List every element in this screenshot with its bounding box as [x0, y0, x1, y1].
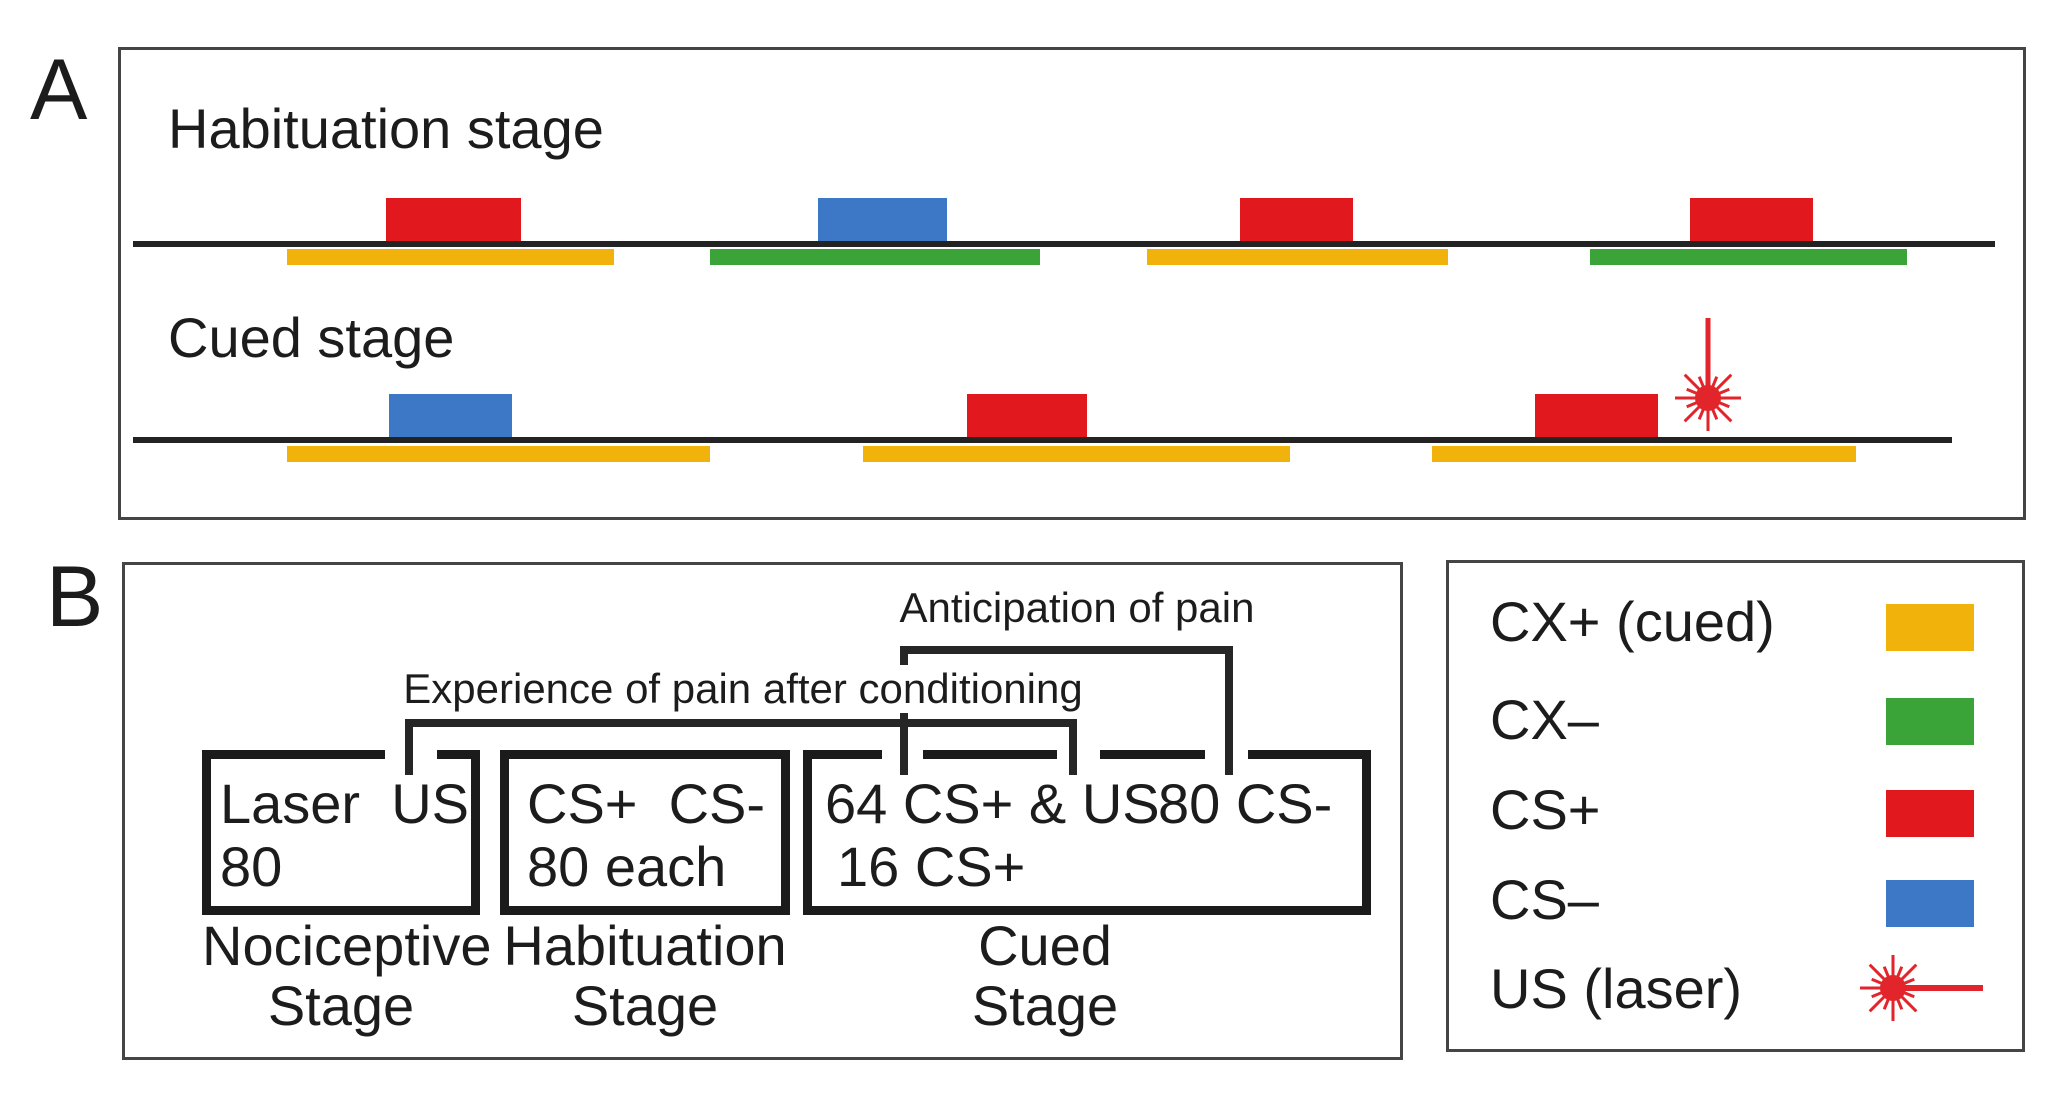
cs-minus-swatch: [1886, 880, 1974, 927]
panel-b-label: B: [46, 549, 104, 645]
legend-label-cs-minus: CS–: [1490, 868, 1599, 931]
cx-minus-bar: [1590, 249, 1907, 265]
habituation-box-line1: CS+ CS-: [527, 772, 766, 835]
cued-timeline: [133, 437, 1952, 443]
laser-icon: [1675, 318, 1741, 431]
cx-plus-bar: [287, 446, 710, 462]
habituation-box-line2: 80 each: [527, 835, 727, 898]
laser-legend-icon: [1860, 955, 1983, 1021]
habituation-title: Habituation stage: [168, 97, 604, 160]
legend-label-cx-minus: CX–: [1490, 688, 1599, 751]
legend-label-cx-plus: CX+ (cued): [1490, 590, 1775, 653]
cs-minus-block: [389, 394, 512, 437]
nociceptive-box-line2: 80: [220, 835, 283, 898]
cs-plus-block: [1535, 394, 1658, 437]
cs-minus-block: [818, 198, 947, 241]
anticipation-bracket-horizontal: [900, 646, 1233, 654]
experience-bracket-right-leg: [1069, 719, 1077, 775]
cued-box-line1: 64 CS+ & US: [825, 772, 1160, 835]
nociceptive-box-line1: Laser US: [220, 772, 469, 835]
cued-title: Cued stage: [168, 306, 455, 369]
habituation-stage-box: [500, 750, 790, 915]
nociceptive-stage-box: [202, 750, 480, 915]
panel-a-label: A: [30, 42, 88, 138]
cx-plus-bar: [1432, 446, 1856, 462]
box-top-gap: [1057, 746, 1100, 763]
stage-label-line: Stage: [571, 974, 719, 1037]
cx-plus-bar: [863, 446, 1290, 462]
cx-plus-bar: [287, 249, 614, 265]
stage-label-line: Stage: [971, 974, 1119, 1037]
cs-plus-swatch: [1886, 790, 1974, 837]
cued-box-line2: 16 CS+: [837, 835, 1026, 898]
stage-label-line: Nociceptive: [202, 914, 492, 977]
cx-minus-bar: [710, 249, 1040, 265]
stage-label-line: Habituation: [503, 914, 787, 977]
experience-bracket-left-leg: [405, 719, 413, 775]
cs-plus-block: [386, 198, 521, 241]
cs-plus-block: [1690, 198, 1813, 241]
stage-label-line: Cued: [978, 914, 1112, 977]
habituation-timeline: [133, 241, 1995, 247]
cued-stage-label: Cued Stage: [808, 916, 1282, 1036]
experience-annotation: Experience of pain after conditioning: [393, 665, 1093, 714]
stage-label-line: Stage: [267, 974, 415, 1037]
experience-bracket-horizontal: [405, 719, 1077, 727]
cx-plus-swatch: [1886, 604, 1974, 651]
anticipation-annotation: Anticipation of pain: [889, 584, 1265, 633]
cx-minus-swatch: [1886, 698, 1974, 745]
nociceptive-stage-label: Nociceptive Stage: [202, 914, 492, 1037]
cx-plus-bar: [1147, 249, 1448, 265]
panel-b-box: [122, 562, 1403, 1060]
cued-box-line1-right: 80 CS-: [1158, 772, 1333, 835]
legend-label-cs-plus: CS+: [1490, 778, 1601, 841]
cs-plus-block: [1240, 198, 1353, 241]
cs-plus-block: [967, 394, 1087, 437]
habituation-stage-label: Habituation Stage: [500, 916, 790, 1036]
legend-label-us: US (laser): [1490, 957, 1743, 1020]
anticipation-bracket-right-leg: [1225, 646, 1233, 775]
